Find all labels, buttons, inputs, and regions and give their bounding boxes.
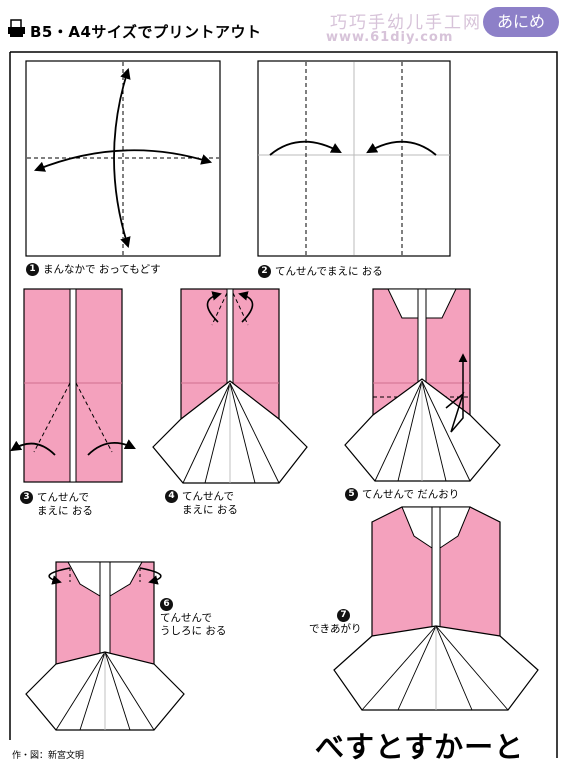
step6-figure bbox=[25, 561, 185, 731]
printer-icon bbox=[8, 19, 25, 37]
step5-figure bbox=[344, 288, 501, 482]
step-number-badge: 3 bbox=[20, 491, 33, 504]
step-number-badge: 2 bbox=[258, 265, 271, 278]
step-number-badge: 6 bbox=[160, 598, 173, 611]
page-border bbox=[10, 51, 558, 758]
step4-figure bbox=[152, 288, 308, 484]
category-badge[interactable]: あにめ bbox=[483, 7, 559, 37]
watermark-url: www.61diy.com bbox=[326, 30, 454, 45]
step1-figure bbox=[25, 60, 221, 257]
step7-figure bbox=[333, 506, 539, 711]
page-title: B5・A4サイズでプリントアウト bbox=[30, 23, 262, 41]
craft-title: べすとすかーと bbox=[315, 730, 525, 764]
step3-figure bbox=[10, 288, 136, 483]
step2-figure bbox=[257, 60, 451, 257]
step6-caption: 6 てんせんで うしろに おる bbox=[160, 598, 227, 637]
step7-caption: 7 できあがり bbox=[309, 609, 362, 635]
watermark-text: 巧巧手幼儿手工网 bbox=[330, 13, 482, 33]
step-number-badge: 1 bbox=[26, 263, 39, 276]
step-number-badge: 7 bbox=[337, 609, 350, 622]
step-number-badge: 4 bbox=[165, 490, 178, 503]
author-credit: 作・図：新宮文明 bbox=[12, 751, 85, 761]
step-number-badge: 5 bbox=[345, 488, 358, 501]
